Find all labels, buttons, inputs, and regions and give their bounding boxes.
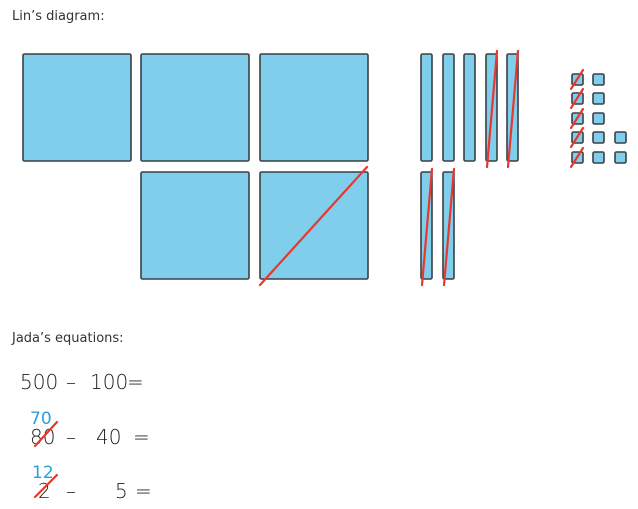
hundred-block	[140, 171, 250, 280]
eq3-b: 5	[115, 479, 128, 503]
ten-rod	[463, 53, 476, 162]
ten-crossout	[420, 167, 434, 287]
eq1-b: 100	[90, 370, 128, 394]
eq1-op: –	[66, 370, 76, 394]
one-crossout	[569, 68, 585, 91]
eq2-crossout	[33, 420, 59, 448]
one-cube	[592, 151, 605, 164]
eq3-regroup: 12	[32, 463, 54, 483]
eq2-eq: =	[133, 425, 150, 449]
ten-crossout	[442, 167, 456, 287]
ten-crossout	[506, 49, 520, 169]
jada-equations-label: Jada’s equations:	[12, 331, 124, 346]
one-crossout	[569, 146, 585, 169]
ten-rod	[442, 53, 455, 162]
one-cube	[592, 131, 605, 144]
ten-crossout	[485, 49, 499, 169]
eq1-eq: =	[127, 370, 144, 394]
ten-rod	[420, 53, 433, 162]
eq2-regroup: 70	[30, 409, 52, 429]
one-cube	[592, 92, 605, 105]
hundred-block	[259, 53, 369, 162]
eq1-a: 500	[20, 370, 58, 394]
eq2-op: –	[66, 425, 76, 449]
eq3-eq: =	[135, 479, 152, 503]
one-cube	[614, 151, 627, 164]
eq3-op: –	[66, 479, 76, 503]
eq3-crossout	[33, 473, 59, 499]
one-crossout	[569, 87, 585, 110]
one-cube	[614, 131, 627, 144]
eq2-b: 40	[96, 425, 121, 449]
hundred-block	[140, 53, 250, 162]
one-crossout	[569, 107, 585, 130]
hundred-crossout	[258, 165, 369, 287]
one-crossout	[569, 126, 585, 149]
hundred-block	[22, 53, 132, 162]
equations: 500 – 100 = 70 80 – 40 = 12 2 – 5 =	[20, 370, 152, 503]
one-cube	[592, 112, 605, 125]
lin-diagram-label: Lin’s diagram:	[12, 9, 105, 24]
one-cube	[592, 73, 605, 86]
